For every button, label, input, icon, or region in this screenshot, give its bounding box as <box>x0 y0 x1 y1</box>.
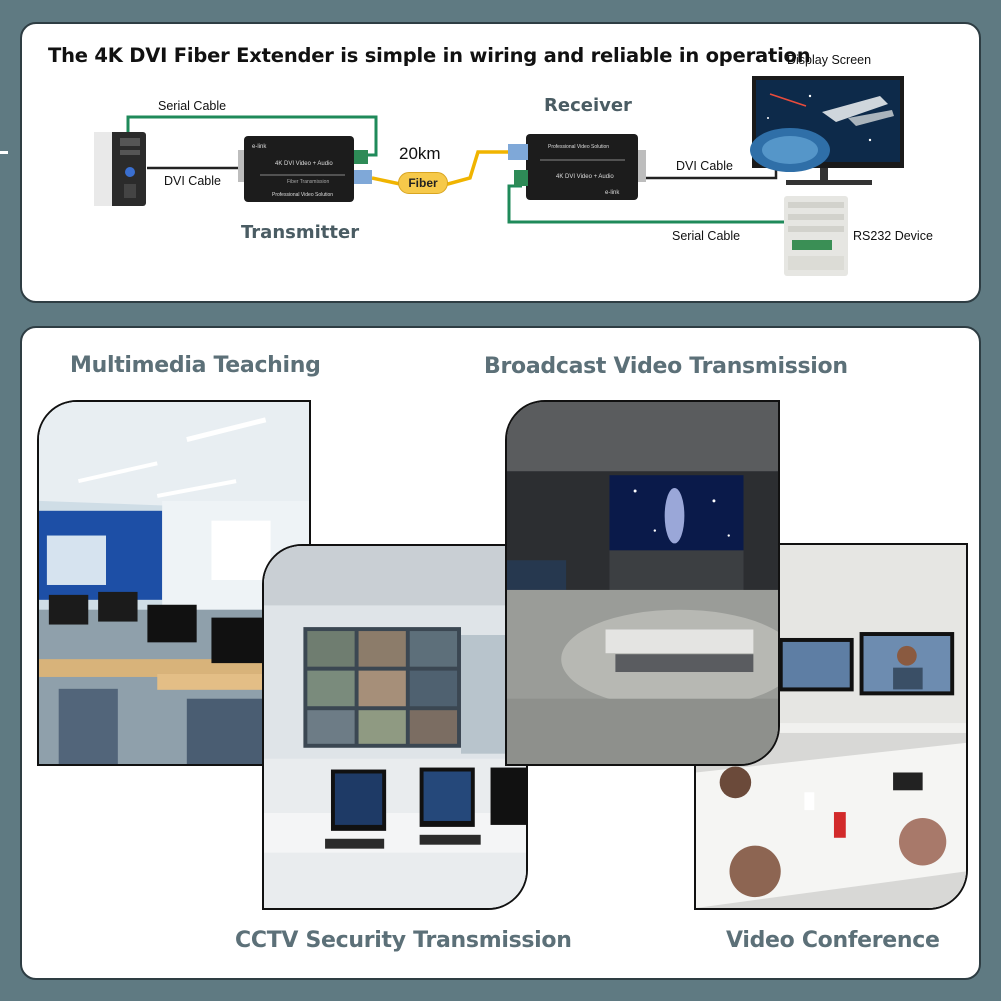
display-screen-icon <box>750 76 904 185</box>
dvi-cable-right-line <box>646 170 778 180</box>
transmitter-device-icon: e-link 4K DVI Video + Audio Fiber Transm… <box>238 136 372 202</box>
transmitter-model-text: 4K DVI Video + Audio <box>275 161 333 167</box>
scene-title-cctv: CCTV Security Transmission <box>235 928 572 953</box>
fiber-line <box>371 150 512 186</box>
scene-title-conference: Video Conference <box>726 928 940 953</box>
broadcast-video-photo <box>505 400 780 766</box>
transmitter-sub-text: Fiber Transmission <box>287 179 329 185</box>
distance-label: 20km <box>399 144 441 163</box>
rs232-device-icon <box>784 196 848 276</box>
cctv-security-photo <box>262 544 528 910</box>
receiver-label: Receiver <box>544 95 632 116</box>
scene-title-broadcast: Broadcast Video Transmission <box>484 354 848 379</box>
fiber-badge: Fiber <box>398 172 448 194</box>
dvi-cable-left-label: DVI Cable <box>164 174 221 188</box>
rs232-device-label: RS232 Device <box>853 229 933 243</box>
transmitter-footer-text: Professional Video Solution <box>272 192 333 198</box>
left-edge-mark <box>0 151 8 154</box>
display-screen-label: Display Screen <box>787 53 872 67</box>
receiver-device-icon: Professional Video Solution 4K DVI Video… <box>508 134 646 200</box>
transmitter-brand-text: e-link <box>252 144 267 150</box>
scene-title-multimedia: Multimedia Teaching <box>70 353 321 378</box>
transmitter-label: Transmitter <box>241 222 360 243</box>
receiver-brand-text: e-link <box>605 190 620 196</box>
wiring-diagram: e-link 4K DVI Video + Audio Fiber Transm… <box>94 76 904 276</box>
serial-cable-bottom-label: Serial Cable <box>672 229 741 243</box>
multimedia-teaching-photo <box>37 400 311 766</box>
serial-cable-top-label: Serial Cable <box>158 99 227 113</box>
diagram-headline: The 4K DVI Fiber Extender is simple in w… <box>48 44 811 67</box>
pc-tower-icon <box>94 132 146 206</box>
serial-cable-top-line <box>126 115 378 157</box>
dvi-cable-right-label: DVI Cable <box>676 159 733 173</box>
receiver-footer-text: Professional Video Solution <box>548 144 609 150</box>
receiver-model-text: 4K DVI Video + Audio <box>556 174 614 180</box>
